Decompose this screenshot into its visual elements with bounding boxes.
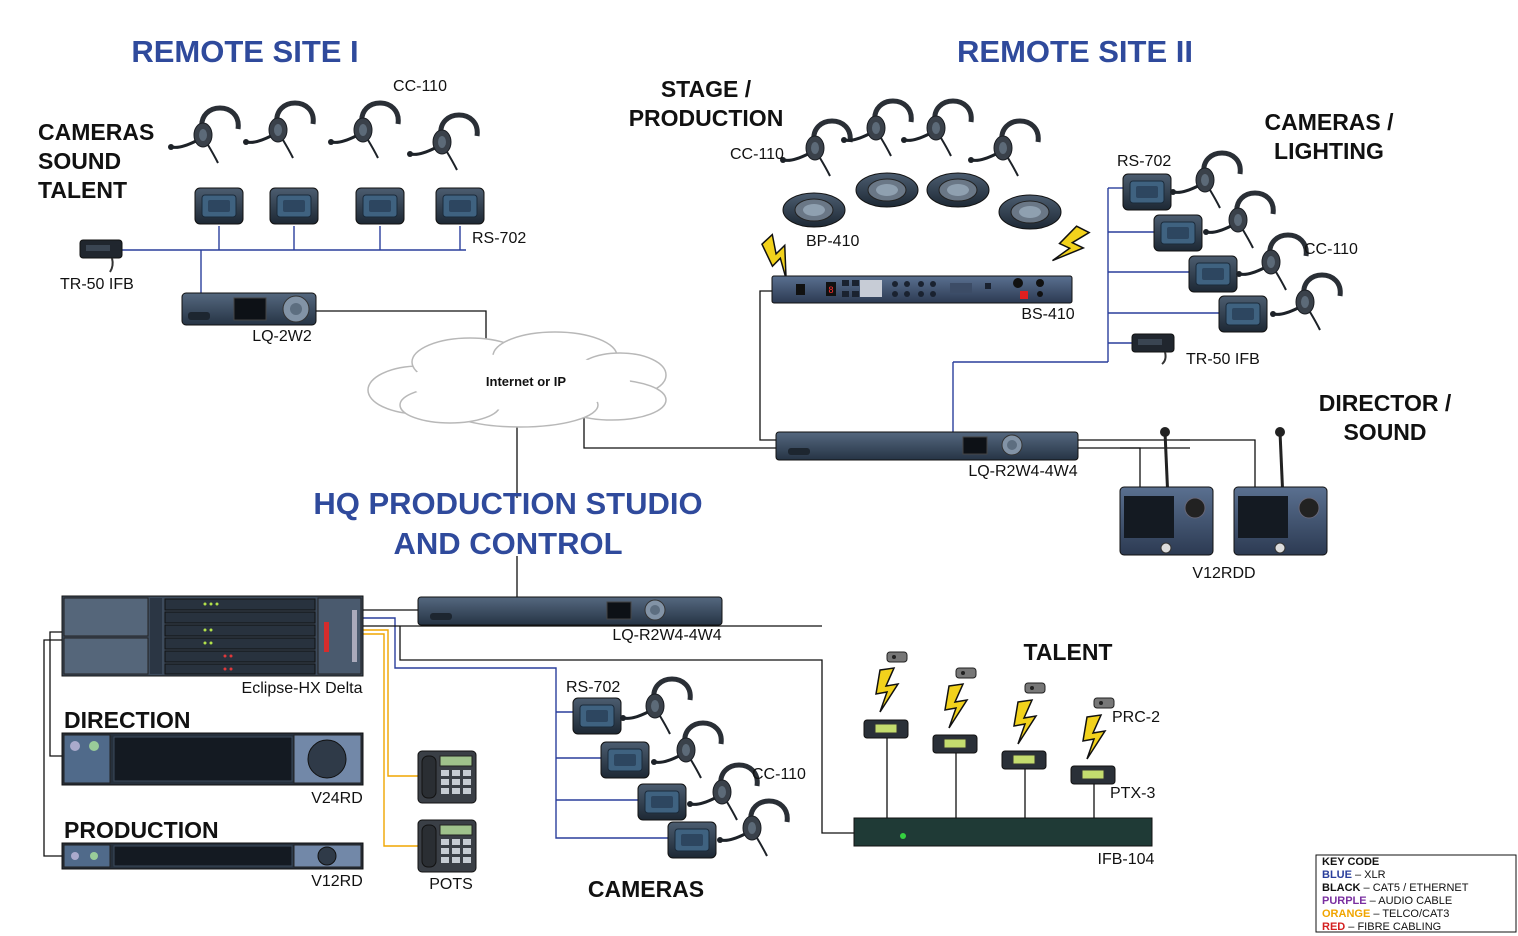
- internet-cloud: [367, 331, 667, 428]
- device-label-v12rdd: V12RDD: [1192, 565, 1255, 582]
- group-label: LIGHTING: [1274, 138, 1384, 164]
- legend-item: RED – FIBRE CABLING: [1322, 921, 1441, 933]
- tr50-ifb-device: [79, 239, 123, 273]
- group-label: DIRECTION: [64, 707, 191, 733]
- stage-headsets: [780, 101, 1038, 176]
- device-label-pots: POTS: [429, 876, 473, 893]
- talent-ifb-receivers: [863, 651, 1116, 785]
- wireless-bolt-icon: [1048, 221, 1094, 272]
- device-label-rs702: RS-702: [472, 230, 526, 247]
- legend-item-color-name: PURPLE: [1322, 895, 1367, 907]
- device-label-cc110: CC-110: [1304, 241, 1358, 258]
- legend-item-color-name: ORANGE: [1322, 908, 1370, 920]
- device-label-cc110: CC-110: [730, 146, 784, 163]
- device-label-v24rd: V24RD: [311, 790, 363, 807]
- device-label-lq-r2w4: LQ-R2W4-4W4: [968, 463, 1077, 480]
- group-label: DIRECTOR /: [1319, 390, 1452, 416]
- device-label-tr50: TR-50 IFB: [60, 276, 134, 293]
- device-label-lq-r2w4: LQ-R2W4-4W4: [612, 627, 721, 644]
- cloud-label: Internet or IP: [486, 374, 567, 389]
- section-title-remote-site-2: REMOTE SITE II: [957, 34, 1193, 69]
- svg-text:8: 8: [828, 285, 833, 295]
- eclipse-hx-delta-frame: [61, 595, 364, 677]
- legend-item-description: – CAT5 / ETHERNET: [1361, 882, 1469, 894]
- ifb104-device: [853, 817, 1153, 847]
- group-label: TALENT: [1023, 639, 1112, 665]
- group-label: SOUND: [1343, 419, 1426, 445]
- legend-item-description: – XLR: [1352, 869, 1386, 881]
- cables-ethernet: [43, 290, 1256, 857]
- lq-r2w4-remote-device: [775, 431, 1079, 461]
- device-label-tr50: TR-50 IFB: [1186, 351, 1260, 368]
- tr50-ifb-device: [1131, 333, 1175, 365]
- legend-item-color-name: BLACK: [1322, 882, 1361, 894]
- device-label-cc110: CC-110: [393, 78, 447, 95]
- legend-item: ORANGE – TELCO/CAT3: [1322, 908, 1449, 920]
- device-label-rs702: RS-702: [1117, 153, 1171, 170]
- lq-r2w4-hq-device: [417, 596, 723, 626]
- legend-item-color-name: RED: [1322, 921, 1345, 933]
- device-label-ifb104: IFB-104: [1098, 851, 1155, 868]
- device-label-lq2w2: LQ-2W2: [252, 328, 312, 345]
- legend-item-description: – FIBRE CABLING: [1345, 921, 1441, 933]
- bp410-beltpacks: [782, 172, 1062, 230]
- cables-xlr: [120, 187, 1220, 839]
- rs1-headsets: [168, 103, 477, 170]
- section-title-hq-line2: AND CONTROL: [393, 526, 622, 561]
- device-label-cc110: CC-110: [752, 766, 806, 783]
- section-title-hq-line1: HQ PRODUCTION STUDIO: [313, 486, 702, 521]
- legend-item-description: – AUDIO CABLE: [1367, 895, 1453, 907]
- group-label: CAMERAS: [38, 119, 154, 145]
- legend-item: BLUE – XLR: [1322, 869, 1386, 881]
- group-label: PRODUCTION: [629, 105, 784, 131]
- device-label-rs702: RS-702: [566, 679, 620, 696]
- legend-item: BLACK – CAT5 / ETHERNET: [1322, 882, 1469, 894]
- device-label-bs410: BS-410: [1021, 306, 1074, 323]
- v12rdd-panels: [1119, 427, 1328, 556]
- v24rd-panel: [61, 732, 364, 786]
- telephone-icon: [417, 819, 477, 873]
- group-label: STAGE /: [661, 76, 752, 102]
- wireless-bolt-icon: [756, 231, 802, 282]
- bs410-device: 8: [771, 275, 1073, 304]
- device-label-prc2: PRC-2: [1112, 709, 1160, 726]
- legend-item-color-name: BLUE: [1322, 869, 1352, 881]
- device-label-ptx3: PTX-3: [1110, 785, 1155, 802]
- telephone-icon: [417, 750, 477, 804]
- v12rd-panel: [61, 842, 364, 870]
- group-label: SOUND: [38, 148, 121, 174]
- legend-item-description: – TELCO/CAT3: [1370, 908, 1449, 920]
- cables-telco: [363, 629, 418, 847]
- device-label-eclipse: Eclipse-HX Delta: [242, 680, 363, 697]
- legend-item: PURPLE – AUDIO CABLE: [1322, 895, 1452, 907]
- section-title-remote-site-1: REMOTE SITE I: [131, 34, 358, 69]
- group-label: TALENT: [38, 177, 127, 203]
- lq-2w2-device: [181, 292, 317, 326]
- legend-title: KEY CODE: [1322, 856, 1379, 868]
- group-label: PRODUCTION: [64, 817, 219, 843]
- group-label: CAMERAS: [588, 876, 704, 902]
- device-label-bp410: BP-410: [806, 233, 859, 250]
- device-label-v12rd: V12RD: [311, 873, 363, 890]
- group-label: CAMERAS /: [1264, 109, 1394, 135]
- rs1-beltpacks: [194, 187, 485, 225]
